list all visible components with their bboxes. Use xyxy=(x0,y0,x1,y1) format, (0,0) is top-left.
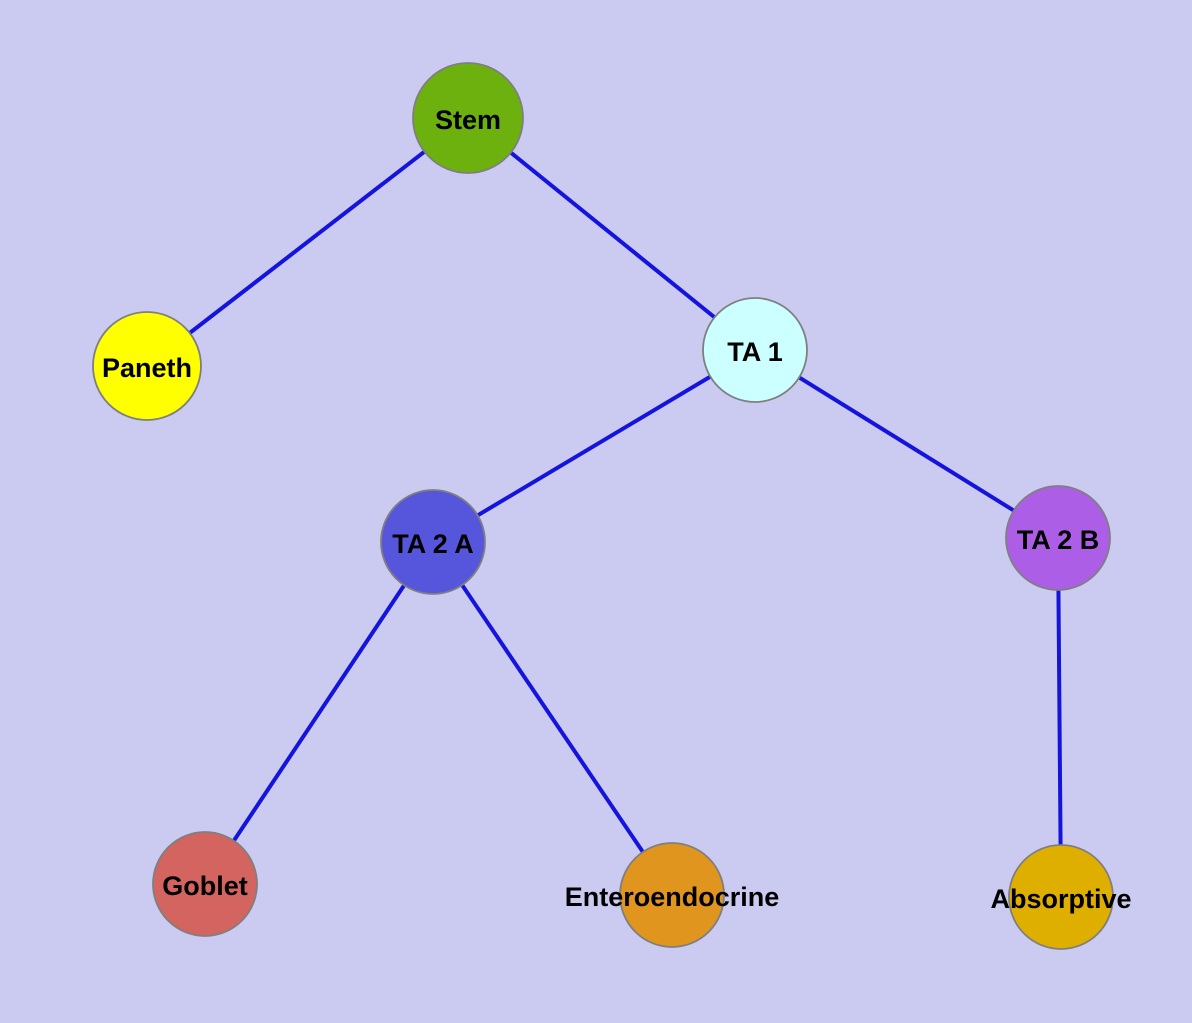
node-goblet xyxy=(152,831,258,937)
node-paneth xyxy=(92,311,202,421)
edge-ta2b-absorptive xyxy=(1056,537,1063,898)
edges-layer xyxy=(145,116,1063,898)
edge-ta1-ta2b xyxy=(753,348,1060,540)
node-absorptive xyxy=(1008,844,1114,950)
edge-ta2a-enteroendocrine xyxy=(431,540,674,897)
edge-stem-ta1 xyxy=(466,116,757,352)
edge-ta1-ta2a xyxy=(431,348,757,544)
node-stem xyxy=(412,62,524,174)
edge-ta2a-goblet xyxy=(203,540,435,886)
node-ta2a xyxy=(380,489,486,595)
node-ta1 xyxy=(702,297,808,403)
nodes-layer xyxy=(92,62,1114,950)
edge-stem-paneth xyxy=(145,116,470,368)
node-enteroendocrine xyxy=(619,842,725,948)
node-ta2b xyxy=(1005,485,1111,591)
